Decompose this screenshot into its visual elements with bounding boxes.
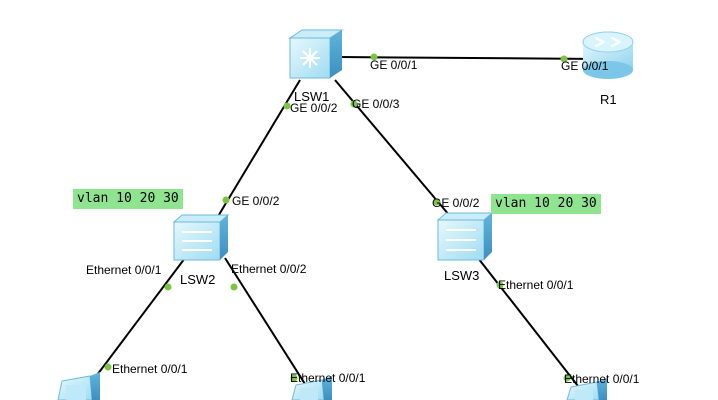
lsw3-node[interactable] (436, 212, 494, 261)
port-label-pc2: Ethernet 0/0/1 (290, 371, 366, 385)
port-dot (230, 283, 238, 291)
port-dot (164, 283, 172, 291)
port-label-lsw2-left: Ethernet 0/0/1 (86, 263, 162, 277)
port-label-lsw1-lsw2: GE 0/0/2 (290, 101, 338, 115)
link-lsw2-pc1 (81, 257, 186, 396)
pc3-node[interactable] (566, 378, 607, 400)
port-label-lsw2-up: GE 0/0/2 (232, 194, 280, 208)
r1-label: R1 (600, 92, 617, 107)
pc2-node[interactable] (291, 376, 332, 400)
port-label-pc1: Ethernet 0/0/1 (112, 362, 188, 376)
port-dot (350, 100, 358, 108)
link-lsw1-r1 (339, 56, 601, 60)
port-label-lsw1-lsw3: GE 0/0/3 (352, 97, 400, 111)
port-dots (104, 53, 571, 382)
lsw1-label: LSW1 (294, 89, 329, 104)
link-lsw3-pc3 (477, 257, 586, 396)
port-dot (222, 196, 230, 204)
pc-icon (566, 378, 607, 400)
router-icon (582, 31, 634, 79)
links (81, 56, 601, 396)
access-switch-icon (172, 214, 230, 261)
port-label-pc3: Ethernet 0/0/1 (564, 372, 640, 386)
port-label-lsw3-up: GE 0/0/2 (432, 196, 480, 210)
vlan-note-lsw3: vlan 10 20 30 (491, 194, 601, 214)
port-dot (370, 53, 378, 61)
port-dot (290, 374, 298, 382)
lsw3-label: LSW3 (444, 268, 479, 283)
access-switch-icon (436, 212, 494, 261)
lsw1-node[interactable] (288, 29, 344, 79)
port-dot (560, 55, 568, 63)
port-label-r1-lsw1: GE 0/0/1 (561, 59, 609, 73)
port-label-lsw1-r1: GE 0/0/1 (370, 58, 418, 72)
port-label-lsw2-right: Ethernet 0/0/2 (231, 262, 307, 276)
port-label-lsw3-down: Ethernet 0/0/1 (498, 278, 574, 292)
port-dot (283, 102, 291, 110)
lsw2-node[interactable] (172, 214, 230, 261)
port-dot (563, 374, 571, 382)
link-lsw2-pc2 (224, 257, 313, 396)
pc-icon (291, 376, 332, 400)
vlan-note-lsw2: vlan 10 20 30 (73, 189, 183, 209)
port-dot (496, 281, 504, 289)
pc1-node[interactable] (57, 372, 100, 400)
core-switch-icon (288, 29, 344, 79)
pc-icon (57, 372, 100, 400)
port-dot (104, 363, 112, 371)
lsw2-label: LSW2 (180, 272, 215, 287)
port-dot (433, 198, 441, 206)
r1-node[interactable] (582, 31, 634, 79)
